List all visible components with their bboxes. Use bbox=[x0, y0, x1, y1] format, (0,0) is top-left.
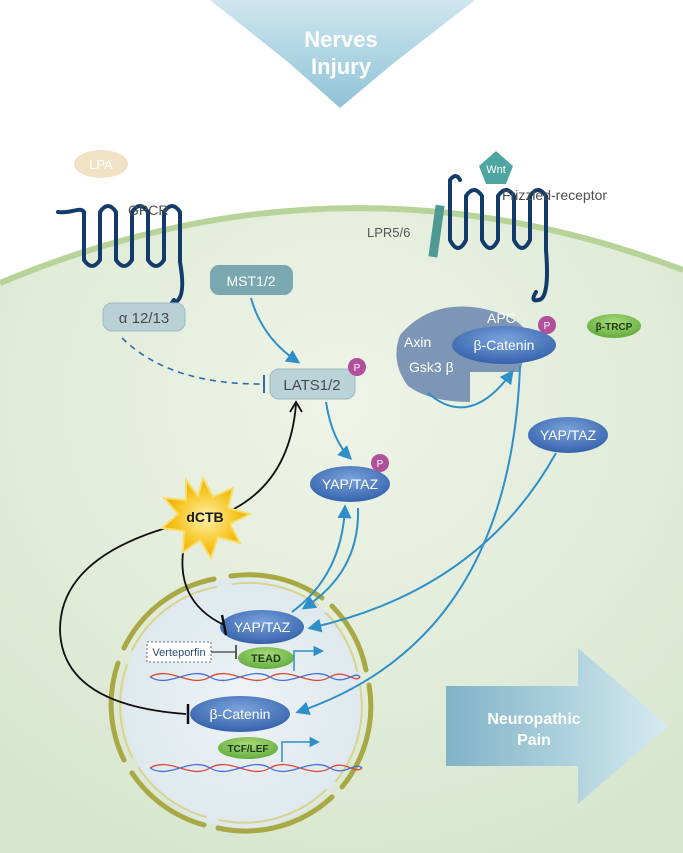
yap-taz-free-label: YAP/TAZ bbox=[540, 427, 597, 443]
dna-strand-tead bbox=[149, 672, 361, 682]
tead-label: TEAD bbox=[251, 653, 281, 665]
lpa-ligand: LPA bbox=[74, 150, 128, 178]
beta-trcp-node: β-TRCP bbox=[587, 314, 641, 338]
axin-label: Axin bbox=[404, 334, 431, 350]
nuclear-envelope-2 bbox=[329, 603, 369, 673]
nuclear-envelope-7 bbox=[121, 576, 217, 651]
dctb-label: dCTB bbox=[186, 509, 223, 525]
beta-catenin-phospho-icon bbox=[538, 316, 556, 334]
wnt-ligand: Wnt bbox=[479, 151, 513, 184]
lpr-label: LPR5/6 bbox=[367, 225, 410, 240]
dctb-drug-burst: dCTB bbox=[159, 475, 253, 561]
dctb-inhibits-beta-catenin bbox=[59, 527, 187, 715]
neuropathic-pain-line1: Neuropathic bbox=[487, 711, 580, 728]
tcf-lef-label: TCF/LEF bbox=[227, 744, 268, 755]
dctb-yap-inhibit-bar bbox=[220, 614, 228, 636]
destruction-complex: APC Axin Gsk3 β β-Catenin P bbox=[396, 306, 556, 402]
wnt-label: Wnt bbox=[486, 164, 506, 176]
nuclear-envelope-4 bbox=[215, 794, 335, 834]
alpha-12-13-node: α 12/13 bbox=[102, 302, 186, 332]
yap-phospho-icon bbox=[371, 454, 389, 472]
nerve-injury-line1: Nerves bbox=[304, 27, 377, 52]
beta-catenin-cyto-label: β-Catenin bbox=[474, 337, 535, 353]
alpha-inhibits-lats bbox=[121, 337, 265, 385]
gsk-loop-arrow bbox=[427, 369, 514, 409]
yap-taz-phospho-node: YAP/TAZ P bbox=[310, 454, 390, 502]
mst-to-lats-arrow bbox=[250, 297, 301, 364]
nerve-injury-line2: Injury bbox=[311, 54, 372, 79]
lats-to-yap-arrow bbox=[325, 401, 352, 460]
nuclear-envelope-6 bbox=[108, 660, 127, 763]
neuropathic-pain-line2: Pain bbox=[517, 732, 551, 749]
frizzled-label: Frizzled-receptor bbox=[502, 187, 607, 203]
yap-taz-phospho-label: YAP/TAZ bbox=[322, 476, 379, 492]
tcf-lef-node: TCF/LEF bbox=[218, 737, 278, 759]
tcf-transcription-arrow bbox=[281, 736, 321, 762]
lats-phospho-icon bbox=[348, 358, 366, 376]
nuclear-envelope-5 bbox=[129, 770, 207, 828]
verteporfin-label: Verteporfin bbox=[152, 647, 205, 659]
yap-taz-nucleus-node: YAP/TAZ bbox=[220, 610, 304, 644]
lats-label: LATS1/2 bbox=[283, 377, 340, 394]
beta-catenin-to-nucleus-arrow bbox=[295, 365, 521, 716]
nerve-injury-arrow: Nerves Injury bbox=[210, 0, 475, 108]
lats-node: LATS1/2 P bbox=[269, 358, 366, 400]
lats-phospho-label: P bbox=[354, 363, 361, 374]
lpr-receptor: LPR5/6 bbox=[367, 204, 445, 258]
frizzled-receptor: Frizzled-receptor bbox=[448, 174, 607, 303]
tead-transcription-arrow bbox=[293, 645, 325, 671]
gpcr-receptor: GPCR bbox=[56, 202, 185, 307]
lpa-label: LPA bbox=[89, 157, 113, 172]
yap-free-to-nucleus-arrow bbox=[307, 452, 557, 633]
cell-membrane bbox=[0, 205, 683, 286]
alpha-12-13-label: α 12/13 bbox=[119, 310, 169, 327]
beta-trcp-label: β-TRCP bbox=[596, 322, 633, 333]
nuclear-envelope-3 bbox=[339, 682, 374, 790]
dctb-to-lats-arrow bbox=[231, 403, 297, 511]
mst-label: MST1/2 bbox=[226, 273, 275, 289]
dna-strand-tcf bbox=[149, 763, 363, 773]
yap-phospho-label: P bbox=[377, 459, 384, 470]
tead-node: TEAD bbox=[238, 647, 294, 669]
yap-taz-free-node: YAP/TAZ bbox=[528, 417, 608, 453]
gsk-label: Gsk3 β bbox=[409, 359, 454, 375]
beta-catenin-phospho-label: P bbox=[544, 321, 551, 332]
yap-import-arrow bbox=[301, 507, 360, 610]
beta-catenin-nucleus-node: β-Catenin bbox=[190, 696, 290, 732]
verteporfin-box: Verteporfin bbox=[146, 641, 212, 663]
neuropathic-pain-arrow: Neuropathic Pain bbox=[446, 648, 668, 804]
beta-catenin-nucleus-label: β-Catenin bbox=[210, 706, 271, 722]
mst-node: MST1/2 bbox=[210, 265, 293, 295]
dctb-lats-arrowhead bbox=[289, 400, 303, 413]
gpcr-label: GPCR bbox=[128, 202, 168, 218]
apc-label: APC bbox=[487, 310, 516, 326]
beta-catenin-cyto-node bbox=[452, 326, 556, 364]
yap-taz-nucleus-label: YAP/TAZ bbox=[234, 619, 291, 635]
